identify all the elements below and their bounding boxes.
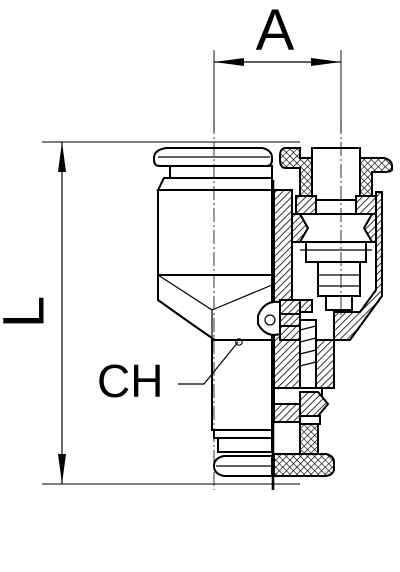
arrowhead-up-icon — [58, 142, 66, 172]
cross-section-view — [257, 120, 393, 477]
dimension-a: A — [213, 0, 342, 132]
hex-ch-callout: CH — [97, 341, 239, 407]
hex-ch-label: CH — [97, 355, 163, 407]
hex-mark-icon — [235, 338, 243, 346]
dimension-l-label: L — [0, 296, 56, 328]
arrowhead-left-icon — [214, 58, 244, 66]
dimension-l: L — [0, 141, 300, 485]
arrowhead-down-icon — [58, 454, 66, 484]
dimension-a-label: A — [256, 0, 295, 63]
external-view — [153, 120, 273, 490]
arrowhead-right-icon — [311, 58, 341, 66]
